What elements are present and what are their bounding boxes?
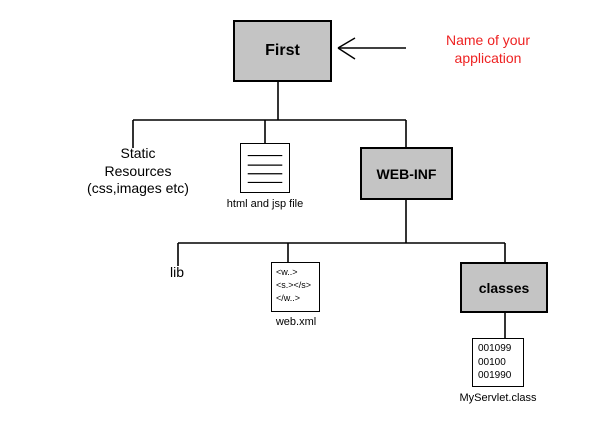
annotation-arrow-head-bottom <box>337 47 356 60</box>
caption-html-jsp: html and jsp file <box>226 198 304 210</box>
node-classes[interactable]: classes <box>460 262 548 313</box>
annotation-arrow-head-top <box>337 37 356 49</box>
node-web-inf-label: WEB-INF <box>376 165 437 182</box>
file-myservlet-class[interactable]: 001099 00100 001990 <box>472 338 524 387</box>
file-html-jsp[interactable] <box>240 143 290 193</box>
label-static-resources: Static Resources (css,images etc) <box>87 145 189 196</box>
file-web-xml[interactable]: <w..> <s.></s> </w..> <box>271 262 320 312</box>
annotation-app-name: Name of your application <box>445 32 531 66</box>
class-file-contents: 001099 00100 001990 <box>478 343 512 381</box>
document-lines-icon <box>247 154 283 183</box>
node-classes-label: classes <box>478 279 530 296</box>
node-first[interactable]: First <box>233 20 332 82</box>
caption-web-xml: web.xml <box>275 316 317 328</box>
web-xml-contents: <w..> <s.></s> </w..> <box>276 267 312 304</box>
node-web-inf[interactable]: WEB-INF <box>360 147 453 200</box>
label-lib: lib <box>170 264 185 280</box>
node-first-label: First <box>265 42 300 59</box>
caption-myservlet-class: MyServlet.class <box>459 392 537 404</box>
